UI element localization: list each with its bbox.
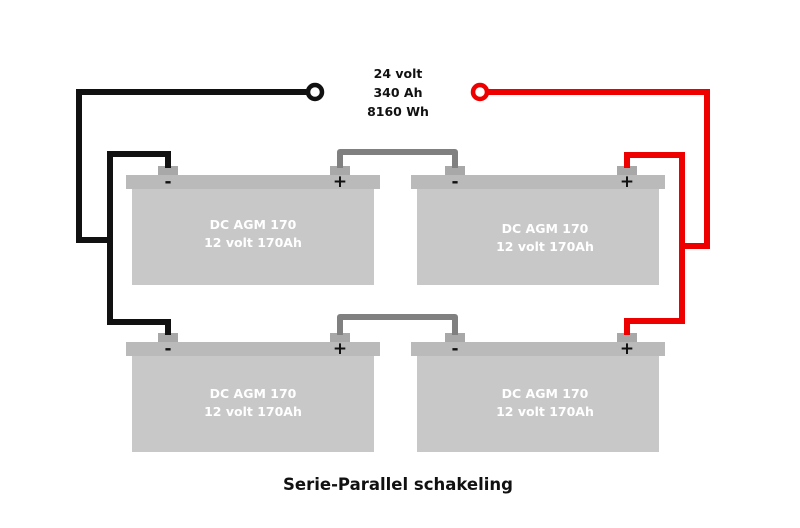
- battery-top-left: DC AGM 170 12 volt 170Ah: [126, 166, 380, 285]
- negative-main-wire: [76, 89, 314, 243]
- battery-lid: [411, 175, 665, 189]
- positive-sign: +: [333, 339, 347, 359]
- negative-sign: -: [164, 339, 171, 359]
- negative-sign: -: [451, 339, 458, 359]
- battery-bottom-right: DC AGM 170 12 volt 170Ah: [411, 333, 665, 452]
- battery-body: [132, 356, 374, 452]
- positive-parallel-wire: [624, 152, 685, 335]
- battery-model-label: DC AGM 170: [502, 386, 589, 401]
- positive-output-terminal-icon: [470, 82, 490, 102]
- battery-spec-label: 12 volt 170Ah: [204, 404, 302, 419]
- battery-lid: [126, 342, 380, 356]
- battery-spec-label: 12 volt 170Ah: [496, 404, 594, 419]
- series-link-bottom: [337, 314, 458, 335]
- positive-main-wire: [482, 89, 710, 249]
- system-energy: 8160 Wh: [367, 104, 429, 119]
- battery-model-label: DC AGM 170: [210, 386, 297, 401]
- positive-sign: +: [333, 172, 347, 192]
- system-voltage: 24 volt: [374, 66, 423, 81]
- negative-parallel-wire: [107, 151, 171, 335]
- battery-body: [417, 189, 659, 285]
- battery-bottom-left: DC AGM 170 12 volt 170Ah: [126, 333, 380, 452]
- battery-lid: [411, 342, 665, 356]
- system-capacity: 340 Ah: [373, 85, 422, 100]
- negative-output-terminal-icon: [305, 82, 325, 102]
- positive-sign: +: [620, 339, 634, 359]
- battery-model-label: DC AGM 170: [210, 217, 297, 232]
- series-link-top: [337, 149, 458, 168]
- negative-sign: -: [451, 172, 458, 192]
- diagram-title: Serie-Parallel schakeling: [283, 475, 513, 494]
- battery-top-right: DC AGM 170 12 volt 170Ah: [411, 166, 665, 285]
- positive-sign: +: [620, 172, 634, 192]
- battery-body: [132, 189, 374, 285]
- battery-body: [417, 356, 659, 452]
- battery-lid: [126, 175, 380, 189]
- battery-spec-label: 12 volt 170Ah: [204, 235, 302, 250]
- battery-model-label: DC AGM 170: [502, 221, 589, 236]
- battery-spec-label: 12 volt 170Ah: [496, 239, 594, 254]
- negative-sign: -: [164, 172, 171, 192]
